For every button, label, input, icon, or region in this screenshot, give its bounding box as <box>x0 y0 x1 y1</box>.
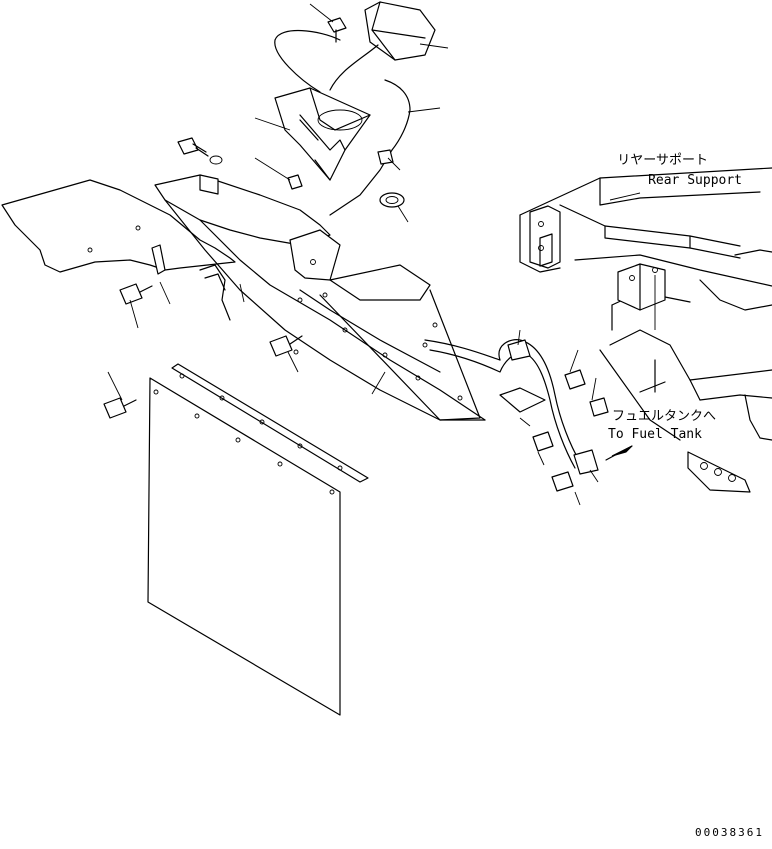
rear-support-label-jp: リヤーサポート <box>617 153 708 168</box>
mud-flap <box>147 363 369 716</box>
lamp-housing <box>274 1 436 216</box>
fuel-tank-label-jp: フュエルタンクへ <box>612 409 716 424</box>
drawing-number: 00038361 <box>695 826 764 839</box>
main-bracket <box>154 174 486 421</box>
nut-right <box>377 149 394 165</box>
bolt-center <box>269 335 303 357</box>
bracket-small <box>151 244 231 321</box>
bolts <box>103 17 609 492</box>
washer-round <box>379 192 405 208</box>
nut-small <box>287 174 303 190</box>
bolt-hose-1 <box>564 369 586 390</box>
rear-support-frame <box>519 167 772 493</box>
bolt-flap <box>103 397 137 419</box>
fuel-hose <box>424 339 599 475</box>
rear-support-label-en: Rear Support <box>648 173 742 188</box>
fuel-tank-arrow <box>605 445 633 461</box>
bolt-upper-left <box>177 137 223 165</box>
bolt-left <box>119 283 153 305</box>
fuel-tank-label-en: To Fuel Tank <box>608 427 702 442</box>
leader-lines <box>107 3 656 506</box>
bolt-hose-2 <box>589 397 609 417</box>
bolt-hose-3 <box>532 431 554 452</box>
bolt-hose-4 <box>551 471 574 492</box>
